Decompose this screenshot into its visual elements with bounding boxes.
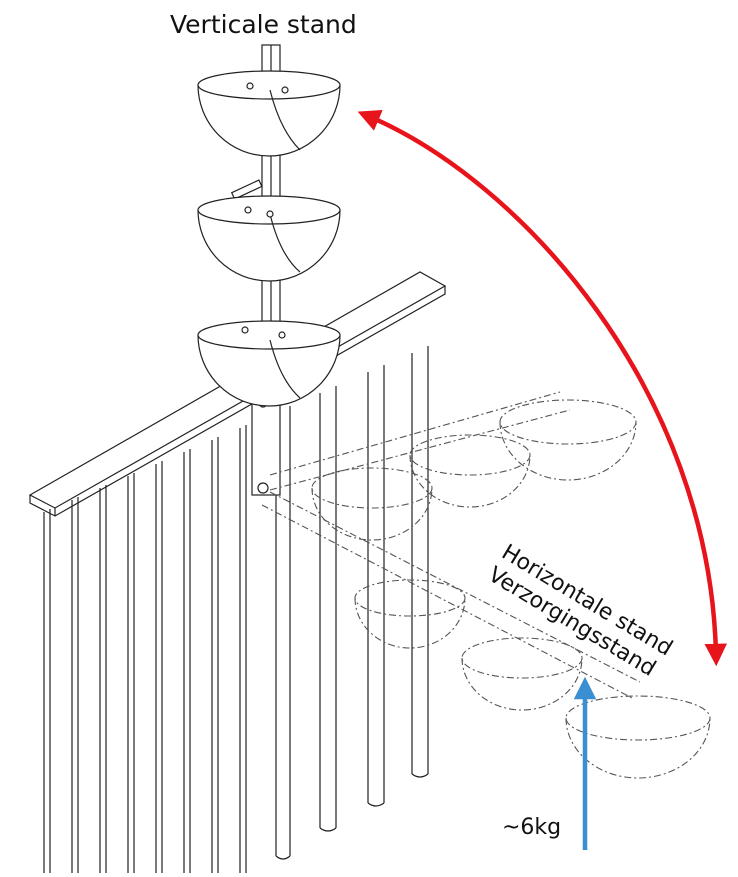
bowl-vertical-3: [197, 320, 341, 407]
weight-label: ~6kg: [502, 815, 562, 840]
fence-balusters: [43, 346, 429, 873]
bowl-vertical-2: [197, 195, 341, 282]
bowls-vertical: [197, 70, 341, 407]
upper-arm: [269, 391, 637, 541]
rotation-arrow-icon: [357, 110, 727, 667]
bowl-vertical-1: [197, 70, 341, 157]
vertical-position-label: Verticale stand: [170, 10, 357, 39]
